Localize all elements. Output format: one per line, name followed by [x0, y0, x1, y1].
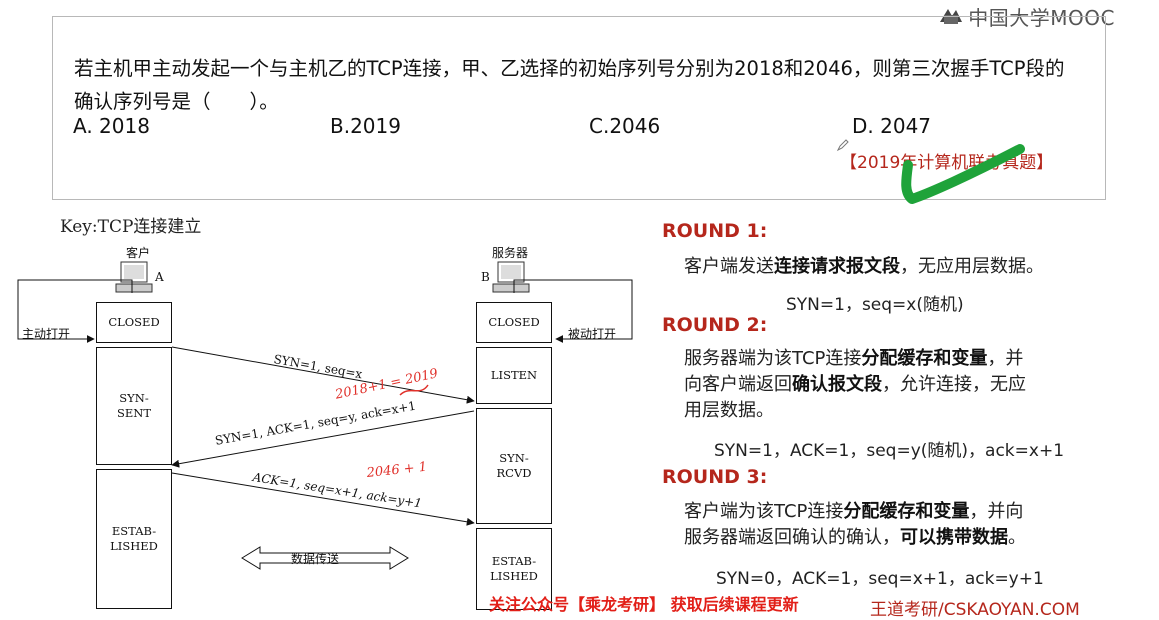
round-2-desc: 服务器端为该TCP连接分配缓存和变量，并向客户端返回确认报文段，允许连接，无应用…	[684, 348, 1026, 421]
check-mark-icon	[901, 144, 1025, 204]
round-3-title: ROUND 3:	[662, 466, 768, 488]
round-1-desc: 客户端发送连接请求报文段，无应用层数据。	[684, 256, 1044, 277]
server-state-established: ESTAB-LISHED	[476, 528, 552, 610]
client-state-established: ESTAB-LISHED	[96, 469, 172, 609]
pen-cursor-icon	[836, 139, 849, 152]
question-box	[52, 16, 1106, 200]
mooc-logo-icon	[940, 9, 963, 24]
active-open-label: 主动打开	[22, 327, 71, 341]
tcp-handshake-diagram	[17, 261, 633, 570]
passive-open-label: 被动打开	[568, 327, 617, 341]
option-a: A. 2018	[73, 114, 150, 138]
round-1-format: SYN=1，seq=x(随机)	[786, 295, 964, 315]
client-letter: A	[155, 270, 164, 284]
client-state-closed: CLOSED	[96, 302, 172, 343]
logo-text: 中国大学MOOC	[968, 5, 1115, 30]
brand-text: 王道考研/CSKAOYAN.COM	[870, 600, 1080, 620]
server-state-listen: LISTEN	[476, 347, 552, 404]
diagram-key-title: Key:TCP连接建立	[60, 217, 202, 237]
promo-text: 关注公众号【乘龙考研】 获取后续课程更新	[489, 595, 799, 614]
round-3-desc: 客户端为该TCP连接分配缓存和变量，并向服务器端返回确认的确认，可以携带数据。	[684, 501, 1026, 548]
round-2-title: ROUND 2:	[662, 314, 768, 336]
client-label: 客户	[126, 246, 151, 260]
option-c: C.2046	[589, 114, 661, 138]
option-d: D. 2047	[852, 114, 932, 138]
server-state-syn-rcvd: SYN-RCVD	[476, 408, 552, 524]
server-label: 服务器	[492, 246, 529, 260]
server-letter: B	[481, 270, 490, 284]
server-computer-icon	[492, 261, 530, 293]
round-1-title: ROUND 1:	[662, 220, 768, 242]
question-text: 若主机甲主动发起一个与主机乙的TCP连接，甲、乙选择的初始序列号分别为2018和…	[74, 57, 1065, 113]
option-b: B.2019	[330, 114, 401, 138]
round-2-format: SYN=1，ACK=1，seq=y(随机)，ack=x+1	[714, 441, 1065, 461]
client-state-syn-sent: SYN-SENT	[96, 347, 172, 465]
round-3-format: SYN=0，ACK=1，seq=x+1，ack=y+1	[716, 569, 1044, 589]
server-state-closed: CLOSED	[476, 302, 552, 343]
client-computer-icon	[115, 261, 153, 293]
mooc-logo: 中国大学MOOC	[938, 3, 1115, 30]
data-transfer-label: 数据传送	[291, 552, 340, 566]
